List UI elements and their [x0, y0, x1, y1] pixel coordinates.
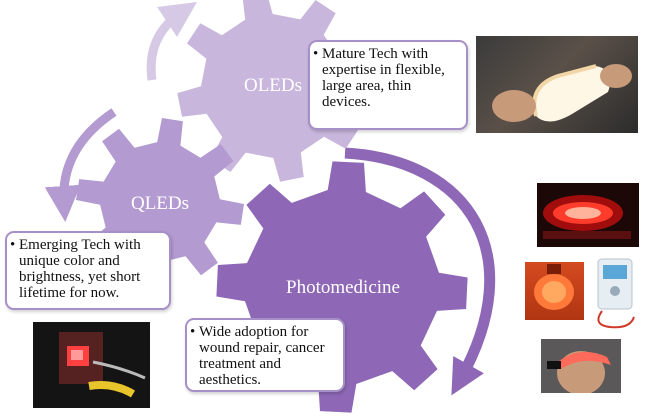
- qleds-description-text: Emerging Tech with unique color and brig…: [19, 237, 141, 301]
- photomedicine-description-box: • Wide adoption for wound repair, cancer…: [185, 318, 345, 392]
- top-curved-arrow: [146, 2, 197, 81]
- qleds-gear-label: QLEDs: [130, 193, 190, 214]
- qleds-description-box: • Emerging Tech with unique color and br…: [5, 231, 171, 310]
- phototherapy-device-photo: [590, 255, 638, 331]
- photomedicine-gear-label: Photomedicine: [286, 277, 400, 298]
- bullet-icon: •: [313, 46, 319, 62]
- oleds-description-text: Mature Tech with expertise in flexible, …: [322, 46, 445, 110]
- head-light-patch-photo: [541, 339, 621, 393]
- right-curved-arrow: [344, 147, 496, 396]
- qled-device-photo: [33, 322, 150, 408]
- bullet-icon: •: [10, 237, 16, 253]
- oleds-gear-label: OLEDs: [243, 75, 303, 96]
- red-light-therapy-bed-photo: [537, 183, 639, 247]
- flexible-oled-panel-photo: [476, 36, 638, 133]
- bullet-icon: •: [190, 324, 196, 340]
- oleds-description-box: • Mature Tech with expertise in flexible…: [308, 40, 468, 130]
- photomedicine-description-text: Wide adoption for wound repair, cancer t…: [199, 324, 325, 388]
- red-light-face-mask-photo: [525, 262, 584, 320]
- left-curved-arrow: [44, 108, 117, 222]
